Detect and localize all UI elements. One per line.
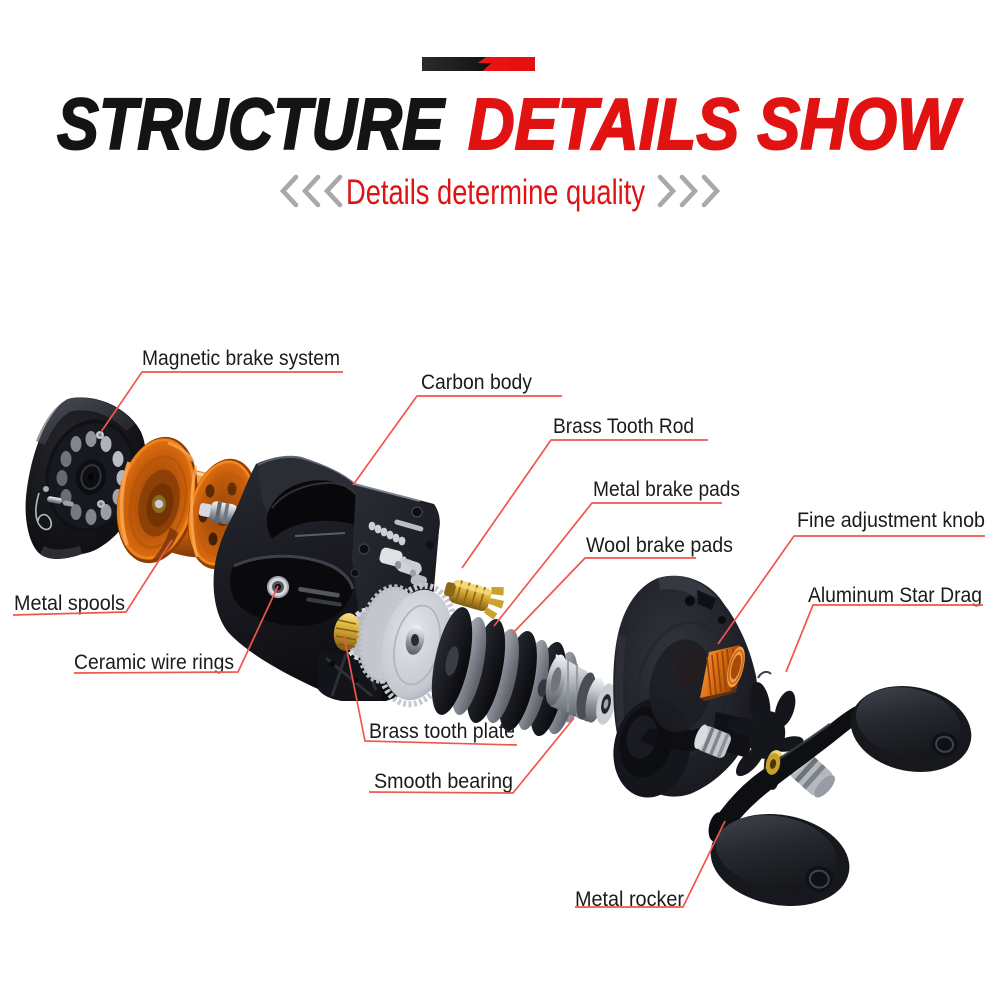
svg-text:Details determine quality: Details determine quality: [346, 173, 645, 212]
svg-text:Metal brake pads: Metal brake pads: [593, 478, 740, 501]
svg-text:Smooth bearing: Smooth bearing: [374, 770, 513, 793]
svg-text:Wool brake pads: Wool brake pads: [586, 534, 733, 557]
svg-text:Brass Tooth Rod: Brass Tooth Rod: [553, 415, 694, 438]
svg-text:DETAILS SHOW: DETAILS SHOW: [468, 85, 963, 165]
svg-text:STRUCTURE: STRUCTURE: [57, 85, 446, 165]
svg-text:Metal spools: Metal spools: [14, 592, 125, 615]
svg-text:Aluminum Star Drag: Aluminum Star Drag: [808, 584, 982, 607]
svg-text:Carbon body: Carbon body: [421, 371, 532, 394]
svg-text:Metal rocker: Metal rocker: [575, 888, 684, 911]
svg-text:Fine adjustment knob: Fine adjustment knob: [797, 509, 985, 532]
svg-text:Ceramic wire rings: Ceramic wire rings: [74, 651, 234, 674]
svg-text:Brass tooth plate: Brass tooth plate: [369, 720, 515, 743]
svg-text:Magnetic brake system: Magnetic brake system: [142, 347, 340, 370]
